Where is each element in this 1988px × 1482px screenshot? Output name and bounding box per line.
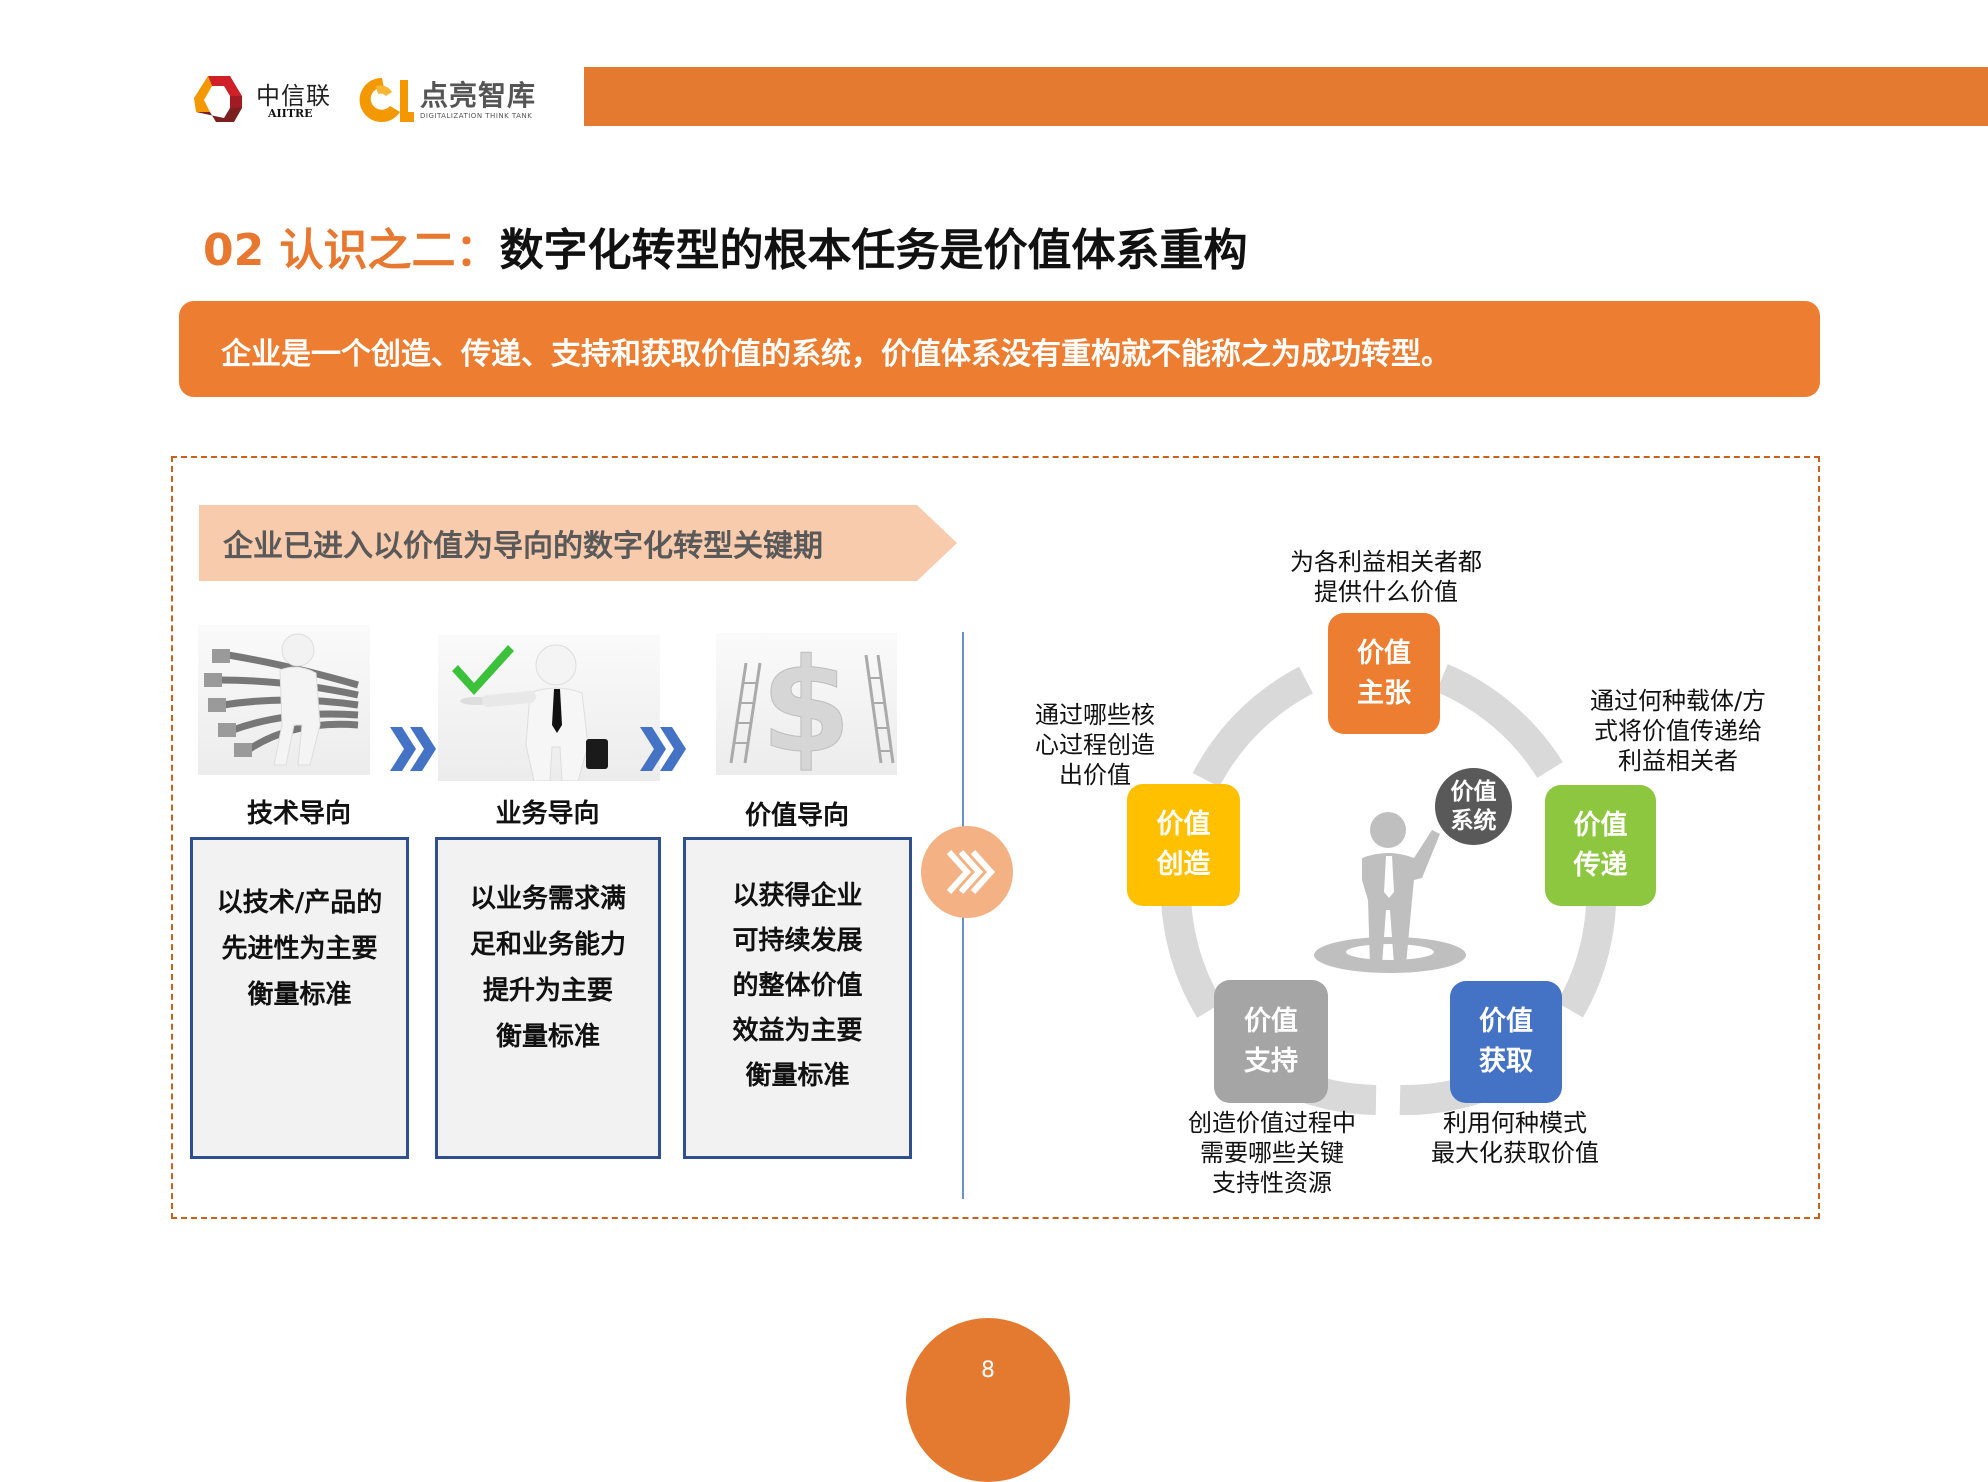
caption-line: 需要哪些关键 (1200, 1139, 1344, 1167)
caption-line: 创造价值过程中 (1188, 1109, 1356, 1137)
caption-capture: 利用何种模式 最大化获取价值 (1405, 1108, 1625, 1168)
stage-text-line: 以业务需求满 (469, 884, 626, 914)
person-with-cables-icon (204, 633, 359, 766)
node-line1: 价值 (1156, 809, 1211, 840)
node-line2: 支持 (1244, 1045, 1298, 1077)
logo-think-tank-cn: 点亮智库 (420, 79, 537, 112)
page-number-badge: 8 (906, 1318, 1070, 1482)
key-message-banner: 企业是一个创造、传递、支持和获取价值的系统，价值体系没有重构就不能称之为成功转型… (179, 301, 1820, 397)
caption-delivery: 通过何种载体/方 式将价值传递给 利益相关者 (1578, 686, 1778, 776)
title-number: 02 认识之二： (203, 225, 500, 276)
page-number: 8 (981, 1358, 995, 1383)
logo-aiitre: 中信联 AIITRE (190, 72, 340, 128)
title-text: 数字化转型的根本任务是价值体系重构 (499, 225, 1248, 276)
stage-text-line: 以技术/产品的 (216, 888, 383, 918)
arrow-shape-icon (199, 505, 957, 581)
business-stage-image (438, 635, 660, 781)
node-line1: 价值 (1573, 809, 1628, 841)
stage-text-line: 先进性为主要 (221, 934, 378, 964)
node-line2: 主张 (1357, 677, 1411, 709)
logo-think-tank: 点亮智库 DIGITALIZATION THINK TANK (354, 72, 554, 128)
caption-support: 创造价值过程中 需要哪些关键 支持性资源 (1172, 1108, 1372, 1198)
double-chevron-icon (640, 727, 686, 771)
stage-text-line: 足和业务能力 (469, 930, 626, 960)
caption-line: 为各利益相关者都 (1290, 548, 1482, 576)
aiitre-logo-icon (194, 76, 242, 122)
header-bar (584, 67, 1988, 126)
forward-arrow-circle (921, 826, 1013, 918)
node-line1: 价值 (1357, 637, 1411, 669)
caption-line: 式将价值传递给 (1594, 717, 1762, 745)
center-line1: 价值 (1450, 778, 1497, 805)
dollar-ladders-icon: $ (729, 633, 895, 775)
caption-creation: 通过哪些核 心过程创造 出价值 (1020, 700, 1170, 790)
think-tank-logo-icon (359, 77, 414, 122)
double-chevron-icon (390, 727, 436, 771)
stage-text-line: 以获得企业 (732, 881, 863, 911)
node-value-support: 价值 支持 (1214, 980, 1328, 1103)
stage-text-line: 可持续发展 (732, 926, 863, 956)
node-value-delivery: 价值 传递 (1545, 785, 1656, 906)
node-line2: 获取 (1479, 1046, 1533, 1077)
node-line2: 创造 (1156, 849, 1211, 880)
stage-text-line: 衡量标准 (745, 1061, 850, 1091)
node-value-proposition: 价值 主张 (1328, 613, 1440, 734)
page-title: 02 认识之二：数字化转型的根本任务是价值体系重构 (203, 214, 1248, 278)
logo-think-tank-en: DIGITALIZATION THINK TANK (420, 112, 533, 120)
value-stage-image: $ (716, 633, 897, 775)
center-line2: 系统 (1450, 807, 1497, 834)
stage-label-value: 价值导向 (744, 801, 849, 831)
caption-line: 通过哪些核 (1035, 701, 1155, 729)
stage-label-tech: 技术导向 (246, 799, 351, 829)
stage-label-business: 业务导向 (495, 799, 600, 829)
stage-box-tech: 以技术/产品的 先进性为主要 衡量标准 (190, 837, 409, 1159)
stage-box-business: 以业务需求满 足和业务能力 提升为主要 衡量标准 (435, 837, 661, 1159)
node-line1: 价值 (1244, 1005, 1298, 1037)
stage-text-line: 衡量标准 (495, 1022, 600, 1052)
tech-stage-image (198, 625, 370, 775)
triple-chevron-icon (946, 849, 996, 895)
stage-text-line: 效益为主要 (732, 1016, 863, 1046)
stage-text-line: 的整体价值 (732, 971, 863, 1001)
node-line2: 传递 (1573, 849, 1628, 881)
svg-text:$: $ (761, 633, 851, 775)
content-frame (171, 456, 1820, 1219)
caption-line: 提供什么价值 (1314, 578, 1458, 606)
stage-text-line: 衡量标准 (247, 980, 352, 1010)
businessman-checkmark-icon (452, 644, 608, 781)
node-line1: 价值 (1479, 1006, 1533, 1037)
caption-proposition: 为各利益相关者都 提供什么价值 (1276, 547, 1496, 607)
caption-line: 心过程创造 (1035, 731, 1155, 759)
caption-line: 支持性资源 (1212, 1169, 1332, 1197)
section-header-text: 企业已进入以价值为导向的数字化转型关键期 (223, 529, 823, 564)
node-value-capture: 价值 获取 (1450, 981, 1562, 1103)
stage-box-value: 以获得企业 可持续发展 的整体价值 效益为主要 衡量标准 (683, 837, 912, 1159)
value-system-center: 价值 系统 (1435, 768, 1512, 845)
caption-line: 出价值 (1059, 761, 1131, 789)
logo-aiitre-cn: 中信联 (256, 82, 331, 110)
caption-line: 利益相关者 (1618, 747, 1738, 775)
node-value-creation: 价值 创造 (1127, 784, 1240, 906)
stage-text-line: 提升为主要 (482, 976, 613, 1006)
caption-line: 利用何种模式 (1443, 1109, 1587, 1137)
banner-text: 企业是一个创造、传递、支持和获取价值的系统，价值体系没有重构就不能称之为成功转型… (221, 337, 1451, 372)
standing-person-icon (1314, 812, 1466, 973)
section-header-arrow: 企业已进入以价值为导向的数字化转型关键期 (199, 505, 957, 581)
caption-line: 最大化获取价值 (1431, 1139, 1599, 1167)
logo-aiitre-en: AIITRE (268, 107, 313, 120)
caption-line: 通过何种载体/方 (1589, 687, 1767, 715)
